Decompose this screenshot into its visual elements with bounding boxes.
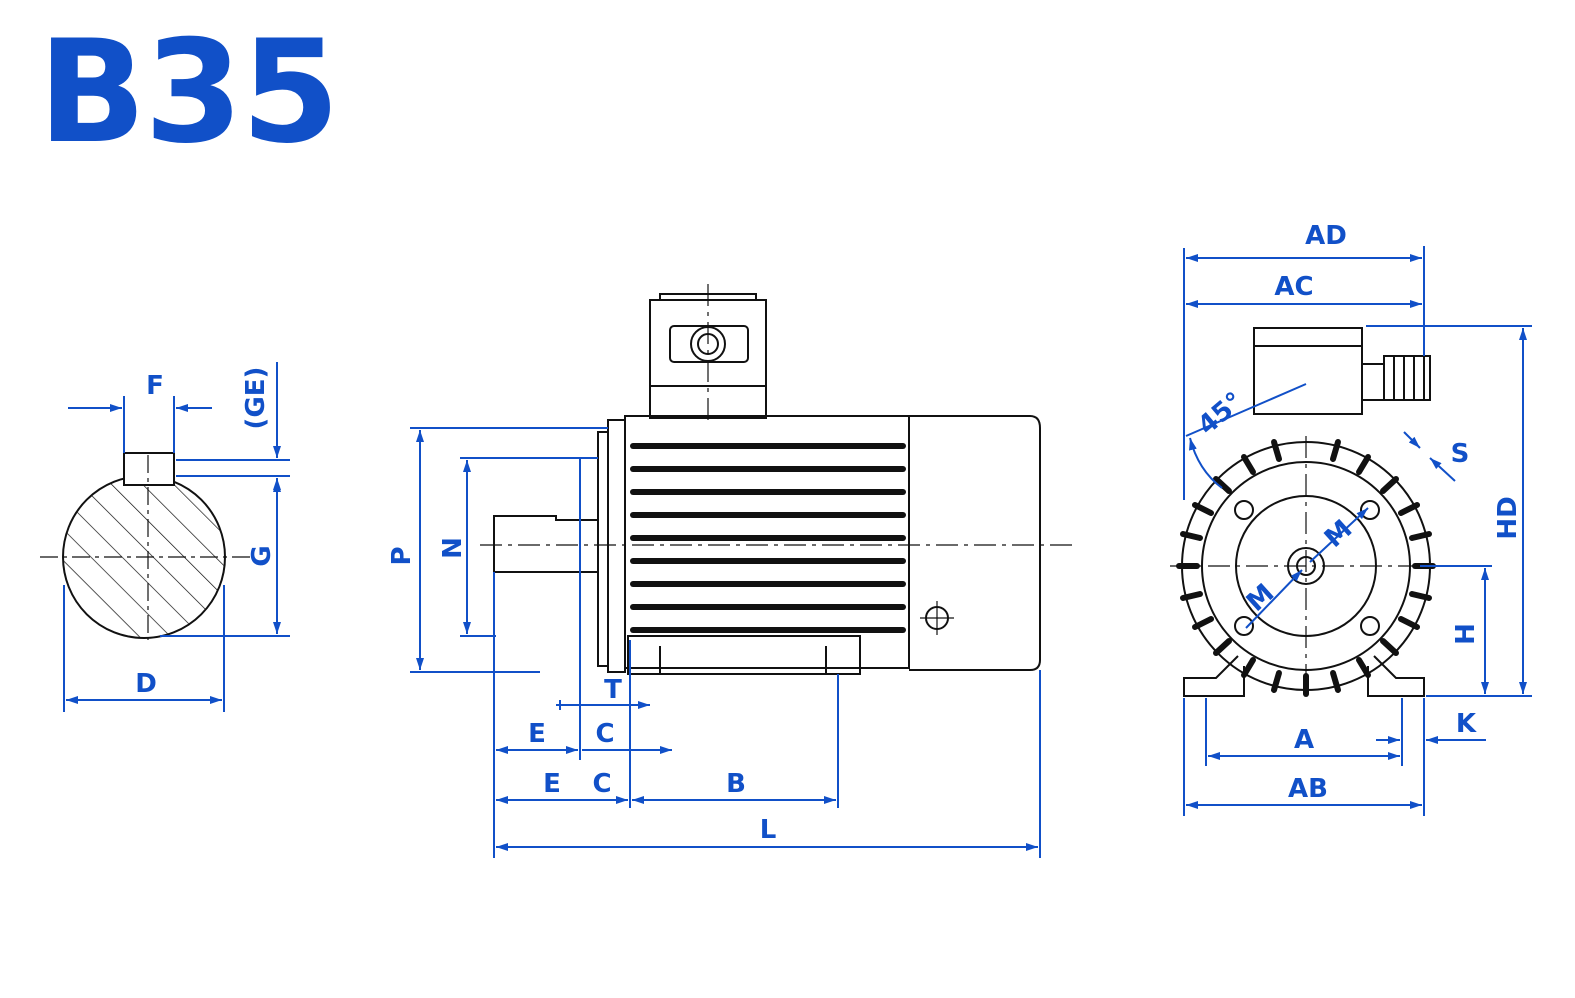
dimension-label-f: F <box>146 371 164 401</box>
shaft-end-view: F (GE) G D <box>40 362 290 712</box>
shaft-dimensions <box>63 362 290 712</box>
dimension-label-c-lower: C <box>592 769 611 799</box>
shaft-labels: F (GE) G D <box>135 367 277 699</box>
dimension-label-e-upper: E <box>528 719 546 749</box>
dimension-label-n: N <box>438 537 468 559</box>
front-view-dimensions <box>1183 246 1532 816</box>
side-view-centerlines <box>480 284 1075 635</box>
dimension-label-c-upper: C <box>595 719 614 749</box>
dimension-label-t: T <box>604 675 622 705</box>
side-view-dimensions <box>410 427 1041 858</box>
dimension-label-e-lower: E <box>543 769 561 799</box>
dimension-label-ad: AD <box>1305 221 1347 251</box>
body-cooling-fins <box>630 443 906 633</box>
dimension-label-p: P <box>387 546 417 565</box>
dimension-label-b: B <box>726 769 746 799</box>
side-view-labels: P N T E C E C B L <box>387 537 776 845</box>
dimension-label-m-lower: M <box>1241 578 1280 618</box>
dimension-label-h: H <box>1451 623 1481 645</box>
dimension-label-a: A <box>1294 725 1314 755</box>
dimension-label-l: L <box>760 815 777 845</box>
dimension-label-ac: AC <box>1274 272 1313 302</box>
dimension-label-hd: HD <box>1493 496 1523 539</box>
dimension-label-d: D <box>135 669 157 699</box>
dimension-label-ab: AB <box>1288 774 1328 804</box>
dimension-label-angle: 45° <box>1192 387 1249 442</box>
front-view-labels: AD AC 45° S HD M M H A K AB <box>1192 221 1523 804</box>
front-view-centerlines <box>1170 436 1445 700</box>
page-title: B35 <box>38 10 340 175</box>
side-view-outline <box>493 293 1041 675</box>
motor-side-view: P N T E C E C B L <box>387 284 1075 858</box>
shaft-cross-section <box>40 452 250 640</box>
motor-front-view: AD AC 45° S HD M M H A K AB <box>1170 221 1532 816</box>
dimension-label-g: G <box>247 545 277 566</box>
dimension-label-ge: (GE) <box>241 367 271 430</box>
dimension-label-s: S <box>1451 439 1470 469</box>
dimension-label-k: K <box>1456 709 1477 739</box>
